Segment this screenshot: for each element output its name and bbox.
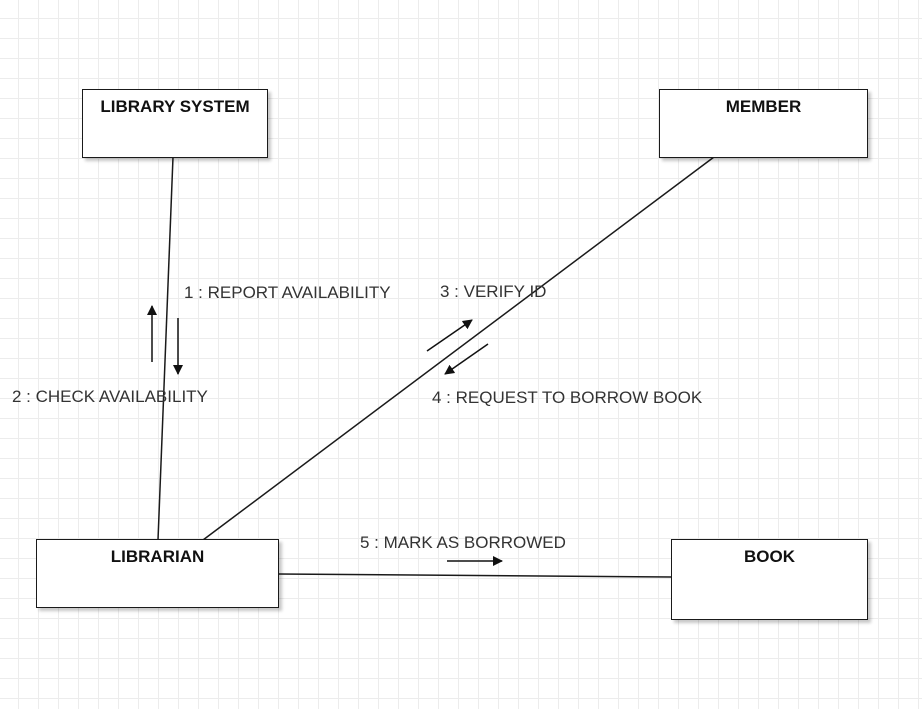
node-library-system[interactable]: LIBRARY SYSTEM xyxy=(82,89,268,158)
node-member[interactable]: MEMBER xyxy=(659,89,868,158)
msg-arrow-verify-id xyxy=(426,319,473,352)
node-book-label: BOOK xyxy=(744,547,795,566)
message-label-verify-id: 3 : VERIFY ID xyxy=(440,282,547,301)
message-label-request-to-borrow-book: 4 : REQUEST TO BORROW BOOK xyxy=(432,388,703,407)
node-library-system-label: LIBRARY SYSTEM xyxy=(100,97,250,116)
node-librarian-label: LIBRARIAN xyxy=(110,547,205,566)
msg-arrow-request-to-borrow xyxy=(444,343,489,375)
link-librarian-member[interactable] xyxy=(202,156,715,541)
message-label-report-availability: 1 : REPORT AVAILABILITY xyxy=(184,283,391,302)
message-label-mark-as-borrowed: 5 : MARK AS BORROWED xyxy=(360,533,566,552)
message-label-check-availability: 2 : CHECK AVAILABILITY xyxy=(12,387,208,406)
node-member-label: MEMBER xyxy=(725,97,802,116)
node-librarian[interactable]: LIBRARIAN xyxy=(36,539,279,608)
node-book[interactable]: BOOK xyxy=(671,539,868,620)
link-librarian-library-system[interactable] xyxy=(157,156,174,541)
link-librarian-book[interactable] xyxy=(277,573,673,578)
